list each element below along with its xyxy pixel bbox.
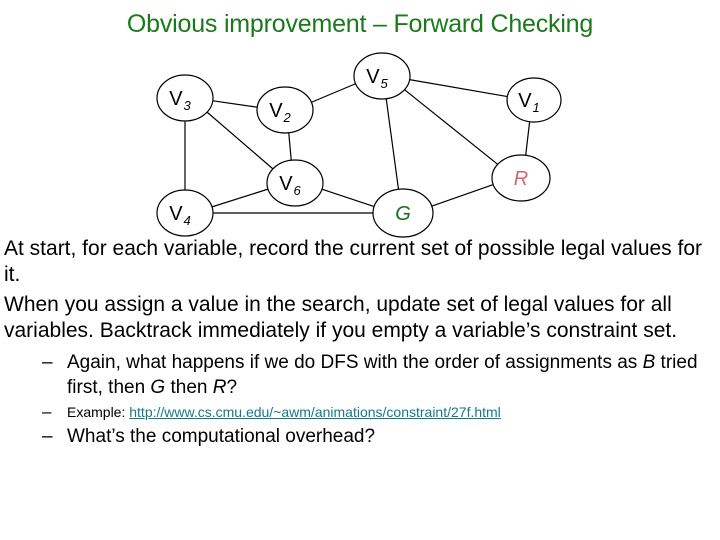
bullet-dash-icon: – — [42, 352, 53, 373]
example-link[interactable]: http://www.cs.cmu.edu/~awm/animations/co… — [129, 404, 501, 420]
graph-edge-v3-v6 — [206, 111, 274, 170]
slide-body: At start, for each variable, record the … — [0, 236, 720, 451]
graph-edge-g-r — [430, 183, 495, 207]
node-circle-v6 — [266, 159, 324, 207]
node-subscript-v4: 4 — [184, 213, 191, 228]
node-subscript-v2: 2 — [283, 110, 292, 125]
graph-node-g[interactable]: G — [372, 188, 434, 238]
node-circle-v5 — [353, 52, 411, 100]
node-label-r: R — [514, 168, 528, 190]
graph-edge-v2-v6 — [288, 132, 292, 161]
emphasis-text: R — [212, 377, 227, 398]
node-circle-v4 — [156, 189, 214, 237]
graph-edge-v5-r — [403, 88, 499, 166]
sub-bullet-text: Example: http://www.cs.cmu.edu/~awm/anim… — [67, 402, 720, 422]
graph-node-v1[interactable]: V1 — [506, 77, 562, 123]
sub-bullet-2: –Example: http://www.cs.cmu.edu/~awm/ani… — [0, 402, 720, 422]
bullet-dash-icon: – — [42, 402, 52, 421]
graph-edge-v1-r — [525, 120, 531, 157]
page-title: Obvious improvement – Forward Checking — [126, 10, 594, 38]
graph-edge-v4-v6 — [211, 188, 269, 208]
emphasis-text: G — [150, 377, 166, 398]
node-subscript-v3: 3 — [184, 98, 192, 113]
sub-bullet-1: –Again, what happens if we do DFS with t… — [0, 350, 720, 400]
node-subscript-v6: 6 — [294, 183, 302, 198]
graph-edge-layer — [184, 78, 531, 214]
plain-text: ? — [226, 377, 238, 398]
graph-node-v4[interactable]: V4 — [156, 189, 214, 237]
graph-node-v5[interactable]: V5 — [353, 52, 411, 100]
plain-text: What’s the computational overhead? — [67, 426, 376, 447]
node-label-g: G — [395, 203, 411, 225]
node-circle-v1 — [506, 77, 562, 123]
node-subscript-v5: 5 — [381, 76, 389, 91]
graph-edge-v5-v1 — [408, 78, 509, 98]
node-circle-v3 — [156, 74, 214, 122]
graph-edge-v5-g — [385, 97, 400, 191]
body-paragraph-2: When you assign a value in the search, u… — [4, 293, 678, 342]
plain-text: tried first, then — [67, 352, 698, 398]
graph-node-v6[interactable]: V6 — [266, 159, 324, 207]
node-subscript-v1: 1 — [533, 100, 540, 115]
sub-bullet-3: –What’s the computational overhead? — [0, 424, 720, 449]
node-circle-v2 — [256, 86, 314, 134]
graph-node-r[interactable]: R — [491, 154, 551, 202]
node-circle-r — [491, 154, 551, 202]
sub-bullet-text: Again, what happens if we do DFS with th… — [67, 350, 720, 400]
bullet-dash-icon: – — [42, 426, 53, 447]
graph-node-v2[interactable]: V2 — [256, 86, 314, 134]
graph-node-v3[interactable]: V3 — [156, 74, 214, 122]
plain-text: Example: — [67, 404, 130, 420]
node-circle-g — [372, 188, 434, 238]
emphasis-text: B — [642, 352, 656, 373]
body-paragraph-1: At start, for each variable, record the … — [4, 237, 703, 286]
graph-edge-v3-v2 — [211, 100, 259, 108]
graph-edge-v6-g — [320, 188, 376, 208]
sub-bullet-text: What’s the computational overhead? — [67, 424, 720, 449]
sub-bullet-list: –Again, what happens if we do DFS with t… — [0, 350, 720, 449]
graph-edge-v2-v5 — [310, 82, 357, 104]
plain-text: Again, what happens if we do DFS with th… — [67, 352, 643, 373]
plain-text: then — [165, 377, 213, 398]
